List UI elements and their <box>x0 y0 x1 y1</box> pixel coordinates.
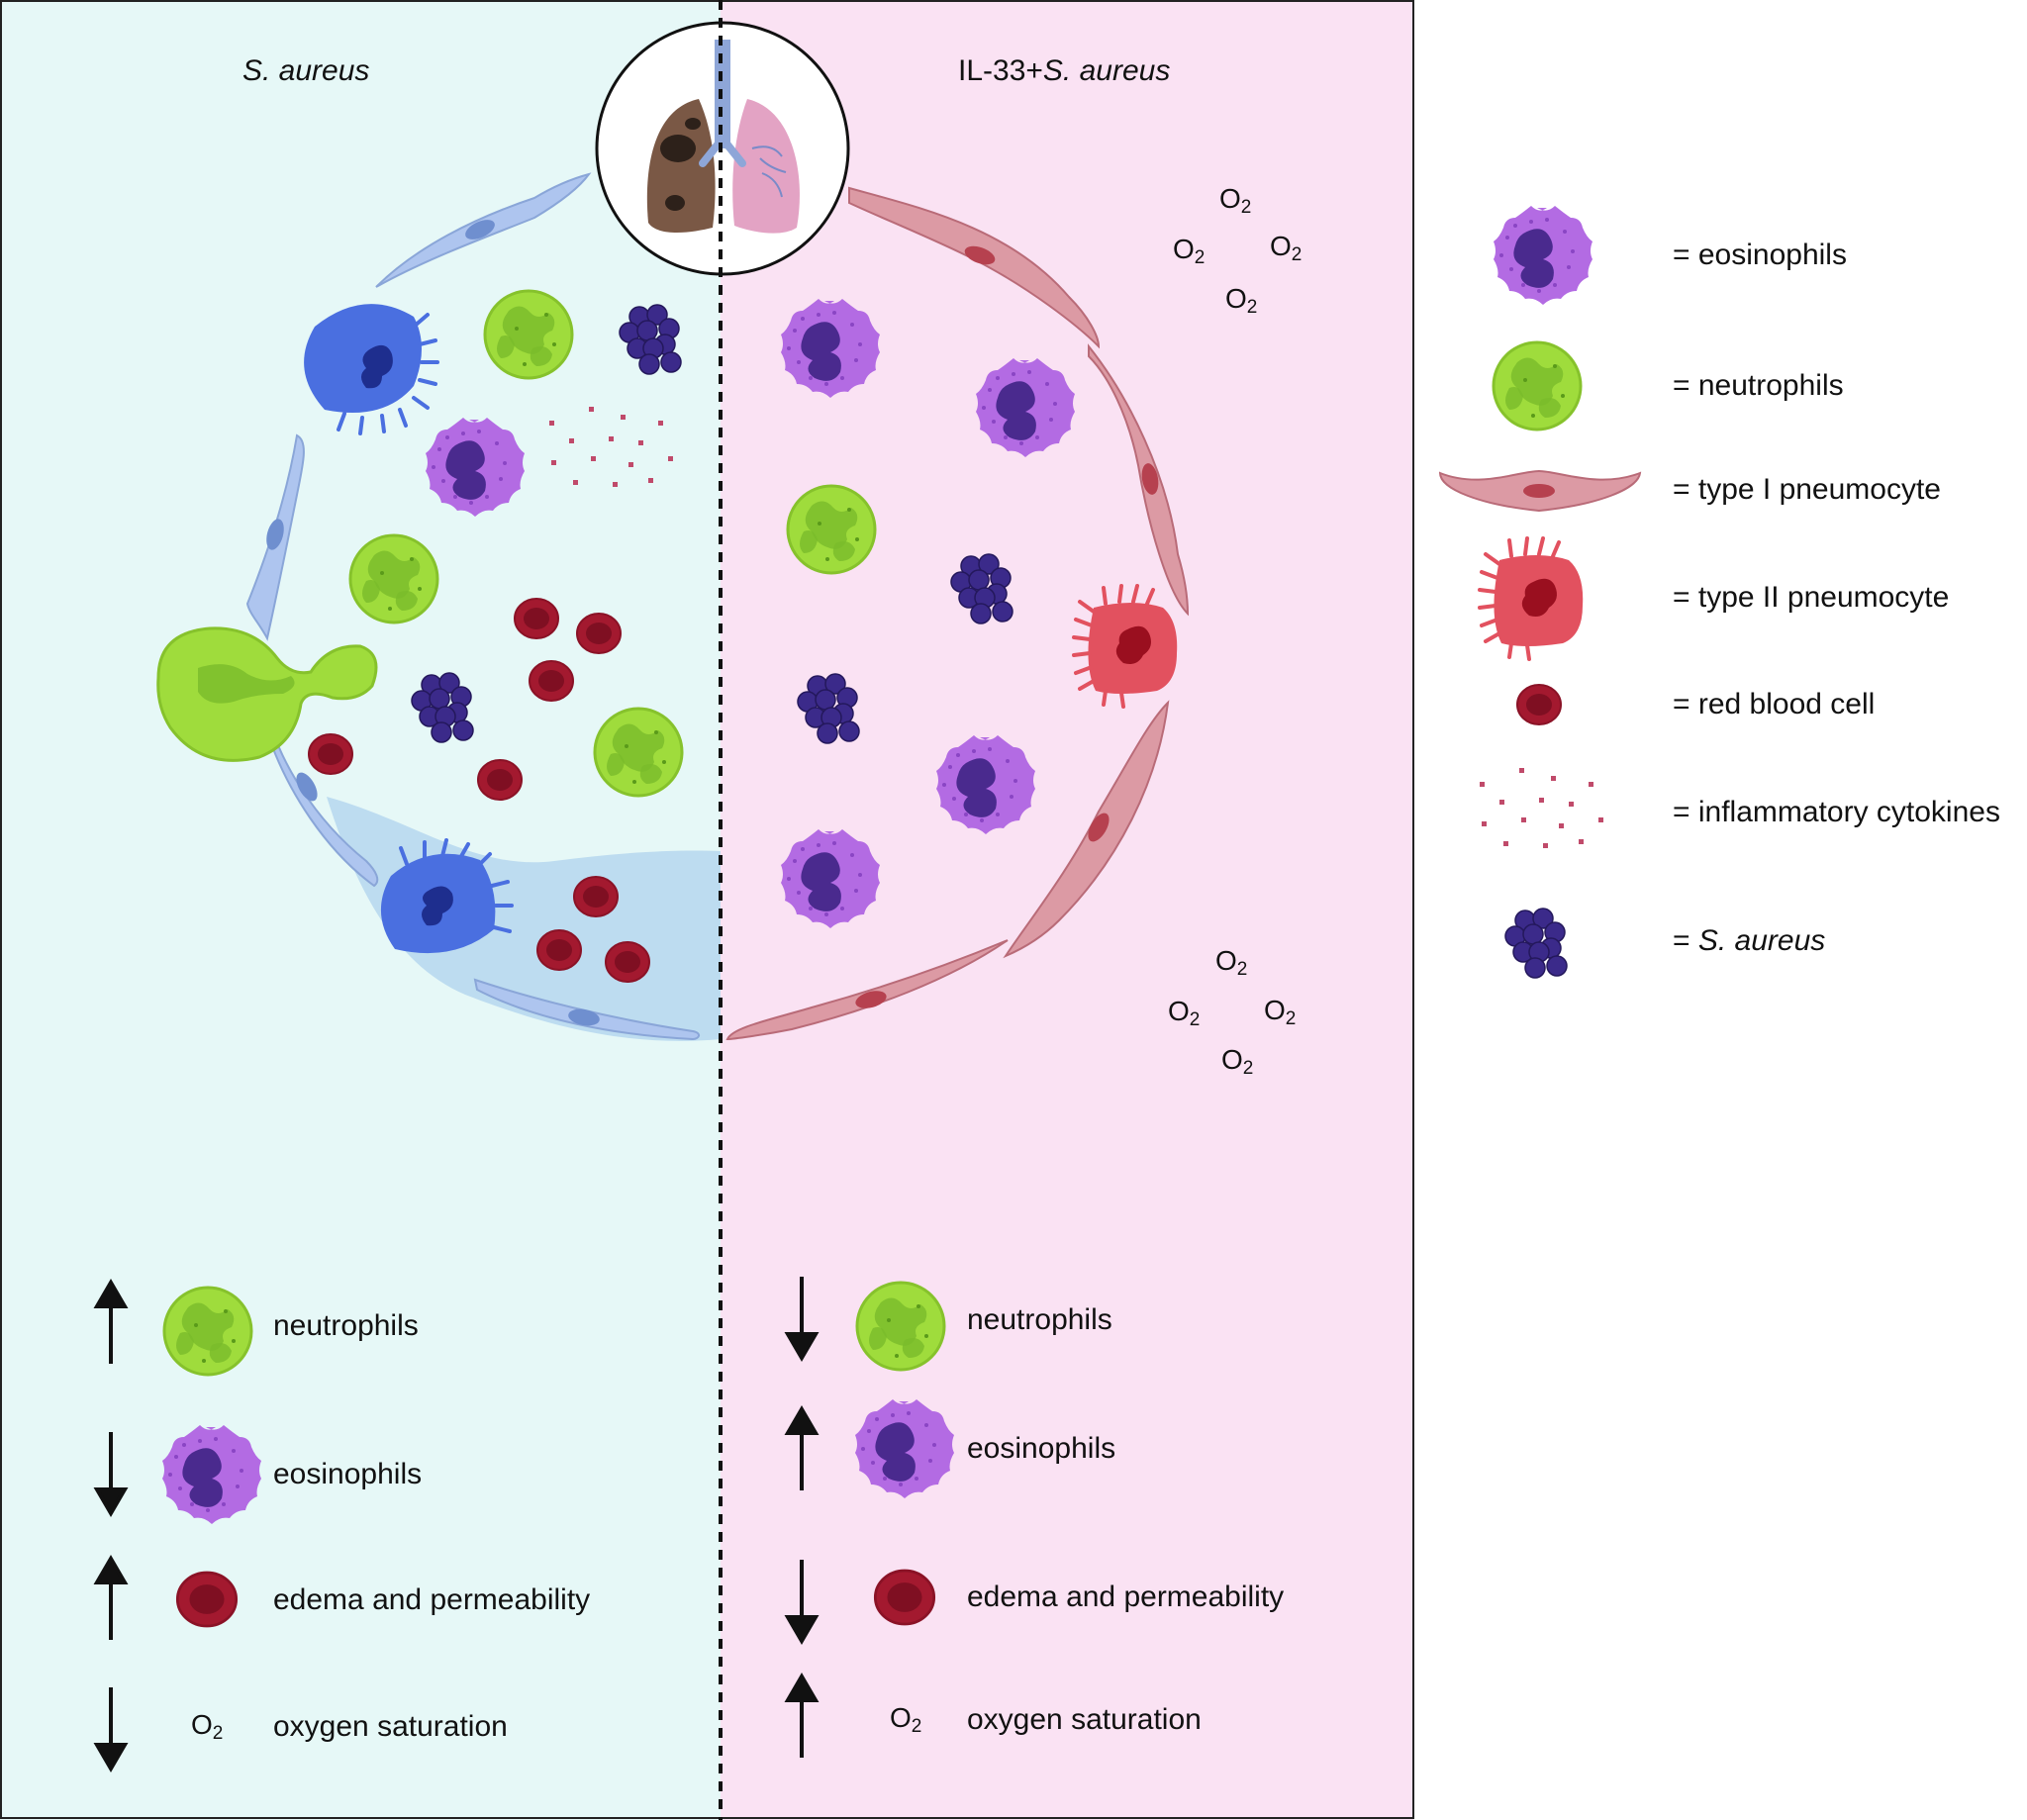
o2-bottom-2: O2 <box>1168 996 1201 1031</box>
right-panel-title-italic: S. aureus <box>1042 54 1171 87</box>
left-type2-pneumocyte-bottom <box>380 838 514 954</box>
o2-top-1: O2 <box>1219 183 1252 219</box>
legend-label-s-aureus-italic: S. aureus <box>1697 924 1826 957</box>
legend-label-cytokines: = inflammatory cytokines <box>1673 796 2000 828</box>
left-summary-o2-icon: O2 <box>191 1709 224 1745</box>
legend-label-type1: = type I pneumocyte <box>1673 473 1941 506</box>
left-type2-pneumocyte-top <box>304 304 439 435</box>
right-summary-neutrophils: neutrophils <box>967 1303 1112 1336</box>
o2-bottom-3: O2 <box>1264 995 1297 1030</box>
right-summary-eosinophils: eosinophils <box>967 1432 1116 1465</box>
o2-bottom-4: O2 <box>1221 1044 1254 1080</box>
summary-arrows <box>93 1277 820 1772</box>
right-summary-edema: edema and permeability <box>967 1581 1285 1613</box>
right-type1-pneumocytes <box>725 186 1190 1041</box>
left-summary-neutrophils: neutrophils <box>273 1309 419 1342</box>
o2-top-4: O2 <box>1225 283 1258 319</box>
legend-label-eosinophils: = eosinophils <box>1673 239 1847 271</box>
left-type1-nuclei <box>266 220 600 1026</box>
o2-bottom-1: O2 <box>1215 945 1248 981</box>
left-summary-eosinophils: eosinophils <box>273 1458 423 1490</box>
left-summary-edema: edema and permeability <box>273 1583 591 1616</box>
o2-top-2: O2 <box>1173 234 1206 269</box>
right-panel-title-prefix: IL-33+ <box>958 54 1043 87</box>
left-panel-title: S. aureus <box>242 54 370 87</box>
legend-label-s-aureus: = S. aureus <box>1673 924 1825 958</box>
migrating-neutrophil <box>156 626 378 762</box>
o2-top-3: O2 <box>1270 231 1303 266</box>
legend-label-rbc: = red blood cell <box>1673 688 1876 720</box>
right-summary-o2-icon: O2 <box>890 1702 922 1738</box>
legend-label-s-aureus-prefix: = <box>1673 924 1698 957</box>
right-summary-oxygen: oxygen saturation <box>967 1703 1202 1736</box>
legend-label-neutrophils: = neutrophils <box>1673 369 1844 402</box>
legend-icons <box>1438 206 1642 979</box>
right-type1-nuclei <box>855 245 1159 1008</box>
right-panel-title: IL-33+S. aureus <box>958 54 1170 88</box>
legend-label-type2: = type II pneumocyte <box>1673 581 1950 614</box>
left-summary-oxygen: oxygen saturation <box>273 1710 508 1743</box>
figure-frame <box>0 0 1414 1819</box>
